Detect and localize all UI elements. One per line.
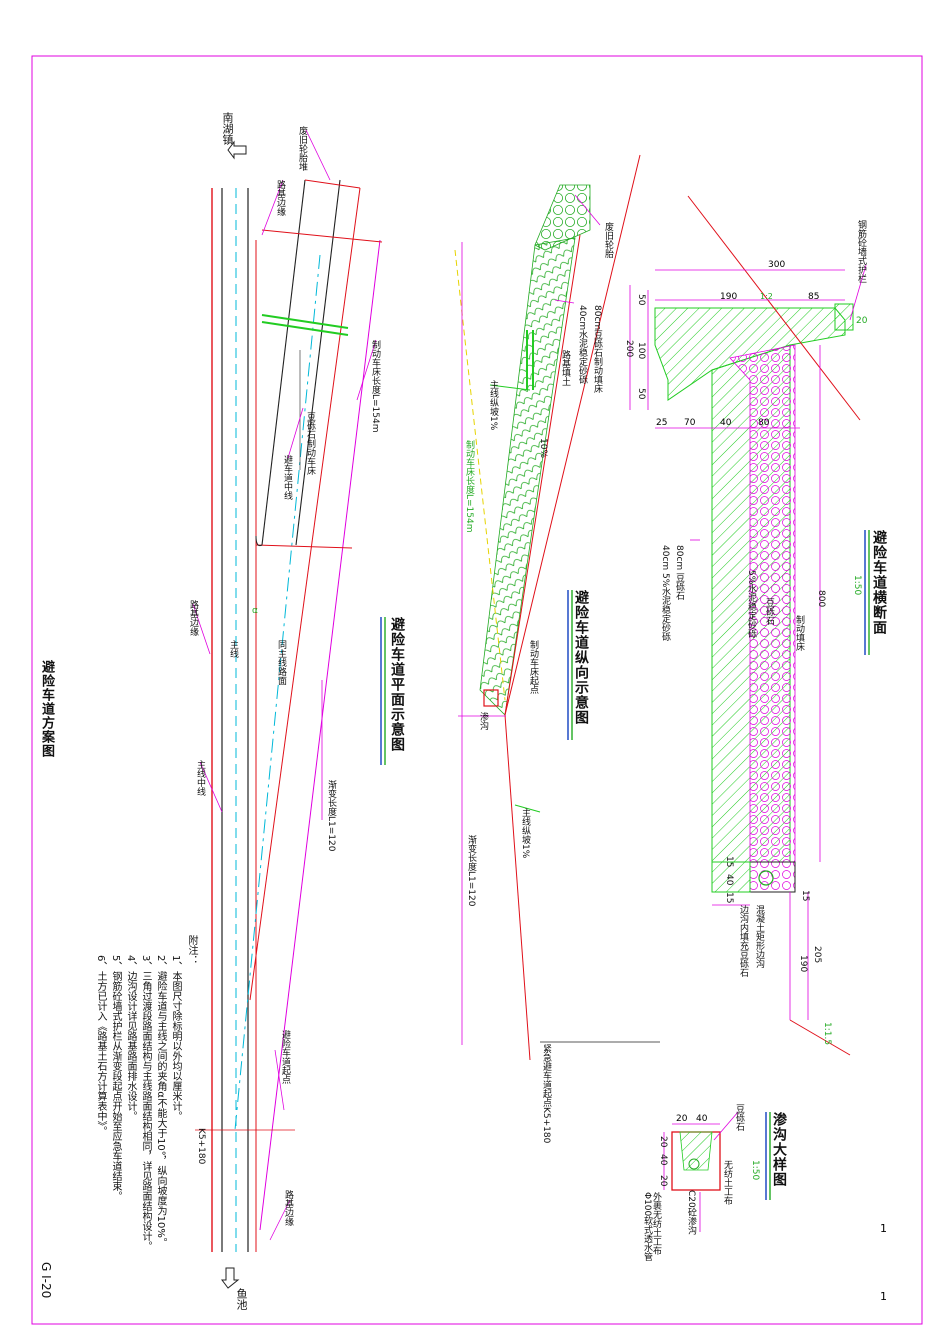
ditch-dim-15b: 15 [724,892,734,904]
dim-bottom-80: 80 [758,418,770,428]
ditch-dim-15a: 15 [724,856,734,868]
dim-right-190: 190 [798,955,808,973]
ditch-a-label: 混凝土矩形边沟 [754,905,764,968]
long-taper: 渐变长度L1=120 [466,835,476,907]
border-frame [31,55,923,1325]
detail-title: 渗沟大样图 [771,1112,787,1187]
north-town-label: 南湖镇 [221,112,234,145]
note-1: 1、本图尺寸除标明以外均以厘米计。 [170,955,181,1122]
edge-label-bottom: 路基边缘 [283,1190,293,1226]
main-grade-top: 主线纵坡1% [488,380,498,431]
note-3: 3、三角过渡段路面结构与主线路面结构相同，详见路面结构设计。 [140,955,151,1252]
ditch-dim-40: 40 [724,874,734,886]
long-layer3: 路基填土 [560,350,570,386]
dim-left-200: 200 [624,340,634,358]
gravel-label: 豆砾石 [764,598,774,625]
slope-label: 10% [538,438,548,459]
page-total: 1 [880,1290,887,1303]
note-4: 4、边沟设计详见路基路面排水设计。 [125,955,136,1122]
ditch-b-label: 边沟内填充豆砾石 [738,905,748,977]
brake-bed-label: 制动填床 [794,615,804,651]
main-center-label: 主线中线 [195,760,205,796]
guardrail-label: 钢筋砼墙式护栏 [856,220,866,283]
detail-ditch: C20砼渗沟 [686,1190,696,1235]
main-line-label: 主线 [228,640,238,658]
dim-right-205: 205 [812,946,822,964]
page-index: 1 [880,1222,887,1235]
dim-300: 300 [768,260,786,270]
note-5: 5、钢筋砼墙式护栏从渐变段起点开始至应急车道结束。 [110,955,121,1202]
south-town-label: 鱼池 [235,1288,248,1310]
start-point-label: 避险车道起点 [280,1030,290,1084]
gravel-bed-label: 豆砾石制动车床 [305,412,315,475]
edge-label-top: 路基边缘 [275,180,285,216]
long-layer1: 80cm豆砾石制动填床 [592,305,602,394]
dim-left-50a: 50 [636,294,646,306]
detail-scale: 1:50 [750,1160,760,1181]
dim-800: 800 [816,590,826,608]
bed-length-label: 制动车床长度L=154m [370,340,380,433]
detail-geotextile: 无纺土工布 [722,1160,732,1205]
long-ditch-label: 渗沟 [478,712,488,730]
drawing-title: 避险车道方案图 [39,660,54,758]
dim-right-15: 15 [800,890,810,902]
station-label: K5+180 [196,1128,206,1165]
detail-dim-20b: 20 [658,1136,668,1148]
ditch-detail-view [663,1111,739,1232]
detail-dim-20c: 20 [658,1175,668,1187]
notes-header: 附注： [186,935,197,965]
dim-190: 190 [720,292,738,302]
detail-pipe: 外裹无纺土工布 Φ100软式透水管 [642,1192,661,1262]
dim-left-100: 100 [636,342,646,360]
edge-label-mid: 路基边缘 [188,600,198,636]
dim-left-50b: 50 [636,388,646,400]
longitudinal-view [454,154,660,1061]
plan-title: 避险车道平面示意图 [389,617,405,752]
layer-c-label: 5%水泥稳定砂砾 [746,570,756,639]
detail-dim-40b: 40 [658,1154,668,1166]
drawing-number: G I-20 [39,1262,53,1299]
main-grade-bottom: 主线纵坡1% [520,808,530,859]
slope-1-2: 1:2 [760,292,773,301]
layer-a-label: 80cm 豆砾石 [674,545,684,601]
plan-view [192,129,383,1289]
long-layer2: 40cm水泥稳定砂砾 [577,305,587,385]
long-start: 紧急避车道起点K5+180 [541,1044,551,1144]
dim-bottom-40: 40 [720,418,732,428]
long-bed-length: 制动车床长度L=154m [464,440,474,533]
dim-20: 20 [856,316,868,326]
long-tires-label: 废旧轮胎 [603,222,613,258]
bed-start-label: 制动车床起点 [528,640,538,694]
detail-gravel: 豆砾石 [734,1104,744,1131]
slope-1-15: 1:1.5 [822,1022,832,1046]
alpha-label: α [252,606,258,616]
cross-title: 避险车道横断面 [871,530,887,635]
layer-b-label: 40cm 5%水泥稳定砂砾 [660,545,670,642]
detail-dim-20a: 20 [676,1114,688,1124]
detail-dim-40a: 40 [696,1114,708,1124]
lane-center-label: 避车道中线 [282,455,292,500]
taper-label: 渐变长度L1=120 [326,780,336,852]
note-2: 2、避险车道与主线之间的夹角α不能大于10°，纵向坡度为10%。 [155,955,166,1248]
same-pavement-label: 同主线路面 [276,640,286,685]
note-6: 6、土方已计入《路基土石方计算表中》。 [95,955,106,1137]
dim-bottom-25: 25 [656,418,668,428]
dim-bottom-70: 70 [684,418,696,428]
long-title: 避险车道纵向示意图 [573,590,589,725]
cross-section-view [629,195,867,1056]
cross-scale: 1:50 [852,575,862,596]
old-tires-label: 废旧轮胎堆 [297,126,307,171]
dim-85: 85 [808,292,820,302]
